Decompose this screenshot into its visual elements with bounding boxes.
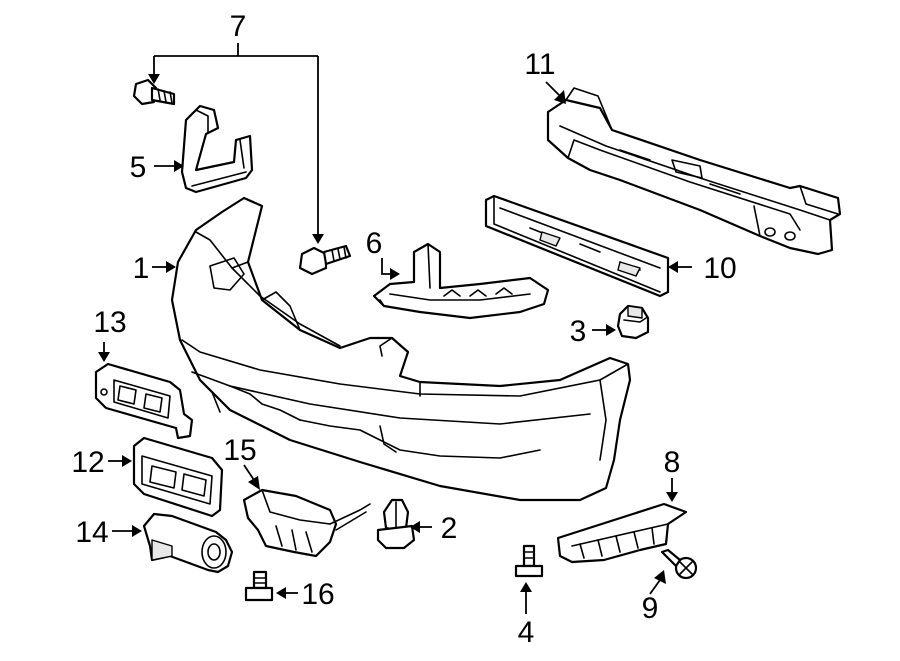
part-16-bolt [244, 570, 274, 602]
callout-10: 10 [703, 252, 736, 285]
callout-14: 14 [75, 516, 108, 549]
callout-4: 4 [518, 616, 535, 649]
part-8-lower-guide [556, 502, 688, 564]
callout-16: 16 [301, 578, 334, 611]
callout-13: 13 [93, 306, 126, 339]
part-14-sensor [142, 512, 234, 574]
part-9-screw [660, 548, 698, 580]
callout-12: 12 [71, 446, 104, 479]
part-3-clip-nut [616, 304, 650, 340]
callout-11: 11 [524, 48, 555, 81]
part-10-energy-absorber [484, 194, 670, 298]
part-7-bolt-lower [298, 244, 352, 276]
part-15-side-guide [242, 488, 371, 558]
callout-leaders [98, 43, 692, 614]
part-12-license-mount [132, 436, 224, 518]
callout-9: 9 [642, 592, 659, 625]
callout-15: 15 [223, 434, 256, 467]
callout-6: 6 [366, 227, 383, 260]
callout-7: 7 [230, 10, 247, 43]
part-1-bumper-cover [170, 196, 632, 502]
part-6-side-bracket [372, 242, 550, 320]
callout-1: 1 [133, 252, 150, 285]
part-11-reinforcement-beam [546, 87, 842, 256]
part-13-license-bracket [94, 362, 194, 440]
part-7-bolt-upper [132, 78, 176, 106]
part-5-upper-bracket [180, 104, 254, 194]
callout-8: 8 [664, 446, 681, 479]
callout-5: 5 [130, 151, 147, 184]
part-2-push-retainer [376, 498, 416, 550]
callout-3: 3 [570, 315, 587, 348]
part-4-bolt [514, 544, 544, 578]
callout-2: 2 [441, 512, 458, 545]
